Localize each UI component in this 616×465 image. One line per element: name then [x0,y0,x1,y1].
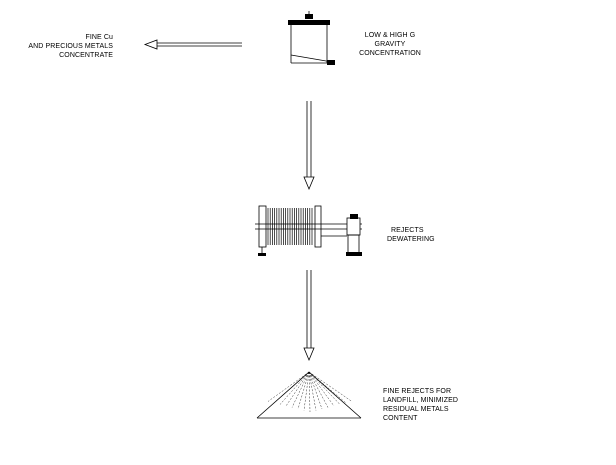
arrow-left-icon [143,39,242,50]
concentrate-label-line-1: FINE Cu [85,34,113,41]
filter-press-icon [255,205,362,256]
concentrate-label-line-2: AND PRECIOUS METALS [28,43,113,50]
pile-ray [308,371,329,408]
gravity-label: LOW & HIGH G GRAVITY CONCENTRATION [357,31,423,58]
pile-ray [308,371,341,405]
landfill-label-line-1: FINE REJECTS FOR [383,388,452,395]
dewatering-label: REJECTS DEWATERING [387,226,447,244]
concentrate-label-line-3: CONCENTRATE [59,52,113,59]
dewatering-label-line-1: REJECTS [391,227,424,234]
landfill-label-line-3: RESIDUAL METALS [383,406,449,413]
pile-ray [273,371,310,404]
pile-ray [279,371,310,405]
dewatering-label-line-2: DEWATERING [387,236,435,243]
pile-ray [308,371,353,402]
gravity-label-line-2: GRAVITY [374,41,406,48]
rejects-pile-icon [256,371,362,419]
arrow-down-icon-2 [303,270,315,362]
pile-ray [308,371,317,411]
landfill-label: FINE REJECTS FOR LANDFILL, MINIMIZED RES… [383,387,463,423]
pile-ray [308,371,311,413]
pile-ray [308,371,335,407]
pile-ray [303,371,310,411]
landfill-label-line-4: CONTENT [383,415,418,422]
gravity-label-line-1: LOW & HIGH G [364,32,416,39]
pile-ray [267,371,310,402]
gravity-concentrator-icon [288,11,335,65]
pile-ray [308,371,323,410]
pile-ray [308,371,347,404]
gravity-label-line-3: CONCENTRATION [359,50,421,57]
pile-ray [291,371,310,408]
landfill-label-line-2: LANDFILL, MINIMIZED [383,397,459,404]
concentrate-label: FINE Cu AND PRECIOUS METALS CONCENTRATE [20,33,113,60]
pile-ray [297,371,310,410]
arrow-down-icon [303,101,315,191]
